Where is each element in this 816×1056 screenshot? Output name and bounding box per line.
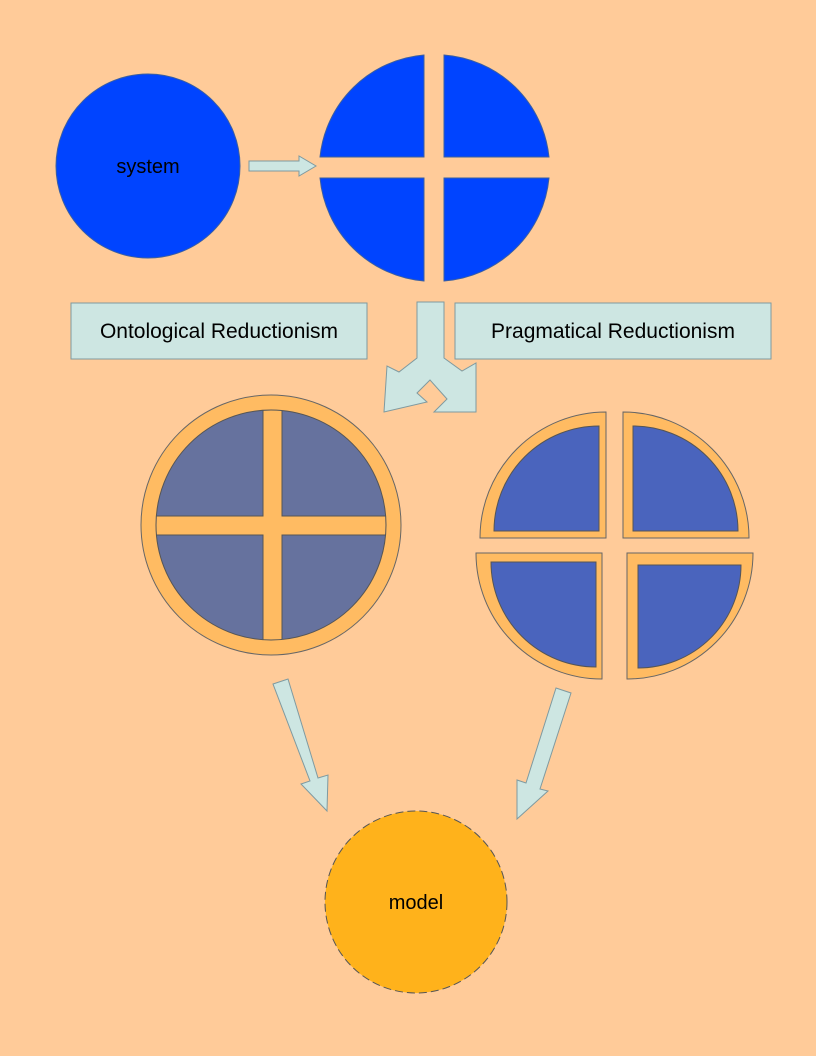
pragmatical-part-bottom-left [475,552,603,680]
pragmatical-label-box: Pragmatical Reductionism [454,302,772,360]
system-node: system [55,73,241,259]
pragmatical-part-bottom-right [626,552,754,680]
ontological-label: Ontological Reductionism [100,320,338,343]
pragmatical-label: Pragmatical Reductionism [491,320,735,343]
split-quadrant-bottom-left [319,177,425,282]
ontological-outer-frame [140,394,402,656]
model-node: model [324,810,508,994]
model-circle [324,810,508,994]
split-quadrant-top-right [443,54,550,158]
split-quadrant-top-left [319,54,425,158]
split-system-circle [319,54,550,282]
pragmatical-decomposition [475,411,754,680]
model-label: model [389,892,443,914]
fork-arrow [383,301,477,413]
arrow-pragmatical-to-model [516,687,572,821]
arrow-ontological-to-model [272,678,329,813]
pragmatical-part-top-left [479,411,607,539]
system-label: system [116,156,179,178]
split-quadrant-bottom-right [443,177,550,282]
system-circle [55,73,241,259]
arrow-system-to-split [248,155,317,177]
ontological-decomposition [140,394,402,656]
pragmatical-part-top-right [622,411,750,539]
ontological-label-box: Ontological Reductionism [70,302,368,360]
